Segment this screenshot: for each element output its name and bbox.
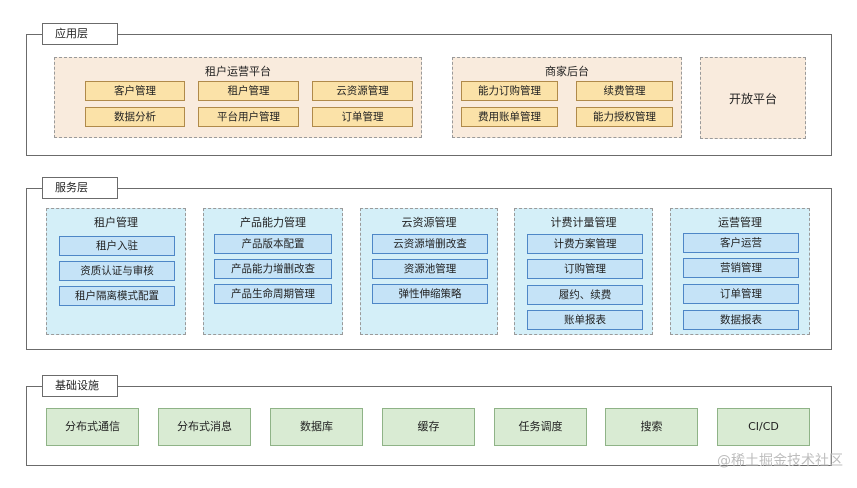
open-platform[interactable]: 开放平台 [700,57,806,139]
watermark: @稀土掘金技术社区 [717,453,843,469]
infra-item[interactable]: CI/CD [717,408,810,446]
customer-management-box[interactable]: 客户管理 [85,81,185,101]
service-group-title: 运营管理 [718,216,762,229]
service-group-tenant: 租户管理 租户入驻 资质认证与审核 租户隔离模式配置 [46,208,186,335]
service-item[interactable]: 弹性伸缩策略 [372,284,488,304]
tenant-operations-platform: 租户运营平台 客户管理 租户管理 云资源管理 数据分析 平台用户管理 订单管理 [54,57,422,138]
service-item[interactable]: 产品版本配置 [214,234,332,254]
service-group-title: 计费计量管理 [550,216,617,229]
service-group-title: 租户管理 [94,216,138,229]
service-item[interactable]: 资源池管理 [372,259,488,279]
service-item[interactable]: 产品能力增删改查 [214,259,332,279]
infra-item[interactable]: 搜索 [605,408,698,446]
merchant-backend-title: 商家后台 [545,65,589,78]
service-item[interactable]: 云资源增删改查 [372,234,488,254]
infra-item[interactable]: 缓存 [382,408,475,446]
service-group-title: 云资源管理 [401,216,457,229]
service-item[interactable]: 资质认证与审核 [59,261,175,281]
cloud-resource-management-box[interactable]: 云资源管理 [312,81,413,101]
data-analysis-box[interactable]: 数据分析 [85,107,185,127]
tenant-operations-platform-title: 租户运营平台 [205,65,271,78]
service-group-billing: 计费计量管理 计费方案管理 订购管理 履约、续费 账单报表 [514,208,653,335]
service-layer-label: 服务层 [42,177,118,199]
service-item[interactable]: 产品生命周期管理 [214,284,332,304]
service-group-cloud: 云资源管理 云资源增删改查 资源池管理 弹性伸缩策略 [360,208,498,335]
service-item[interactable]: 租户入驻 [59,236,175,256]
service-group-product: 产品能力管理 产品版本配置 产品能力增删改查 产品生命周期管理 [203,208,343,335]
infrastructure-layer-label: 基础设施 [42,375,118,397]
capability-authorization-box[interactable]: 能力授权管理 [576,107,673,127]
service-item[interactable]: 客户运营 [683,233,799,253]
service-item[interactable]: 账单报表 [527,310,643,330]
order-management-box[interactable]: 订单管理 [312,107,413,127]
renewal-management-box[interactable]: 续费管理 [576,81,673,101]
service-item[interactable]: 计费方案管理 [527,234,643,254]
billing-statement-box[interactable]: 费用账单管理 [461,107,558,127]
service-item[interactable]: 履约、续费 [527,285,643,305]
service-group-operations: 运营管理 客户运营 营销管理 订单管理 数据报表 [670,208,810,335]
infra-item[interactable]: 数据库 [270,408,363,446]
service-item[interactable]: 租户隔离模式配置 [59,286,175,306]
platform-user-management-box[interactable]: 平台用户管理 [198,107,299,127]
service-group-title: 产品能力管理 [240,216,306,229]
application-layer-label: 应用层 [42,23,118,45]
service-item[interactable]: 订单管理 [683,284,799,304]
infra-item[interactable]: 任务调度 [494,408,587,446]
tenant-management-box[interactable]: 租户管理 [198,81,299,101]
infra-item[interactable]: 分布式消息 [158,408,251,446]
service-item[interactable]: 数据报表 [683,310,799,330]
service-item[interactable]: 订购管理 [527,259,643,279]
capability-subscription-box[interactable]: 能力订购管理 [461,81,558,101]
merchant-backend: 商家后台 能力订购管理 续费管理 费用账单管理 能力授权管理 [452,57,682,138]
service-item[interactable]: 营销管理 [683,258,799,278]
infra-item[interactable]: 分布式通信 [46,408,139,446]
